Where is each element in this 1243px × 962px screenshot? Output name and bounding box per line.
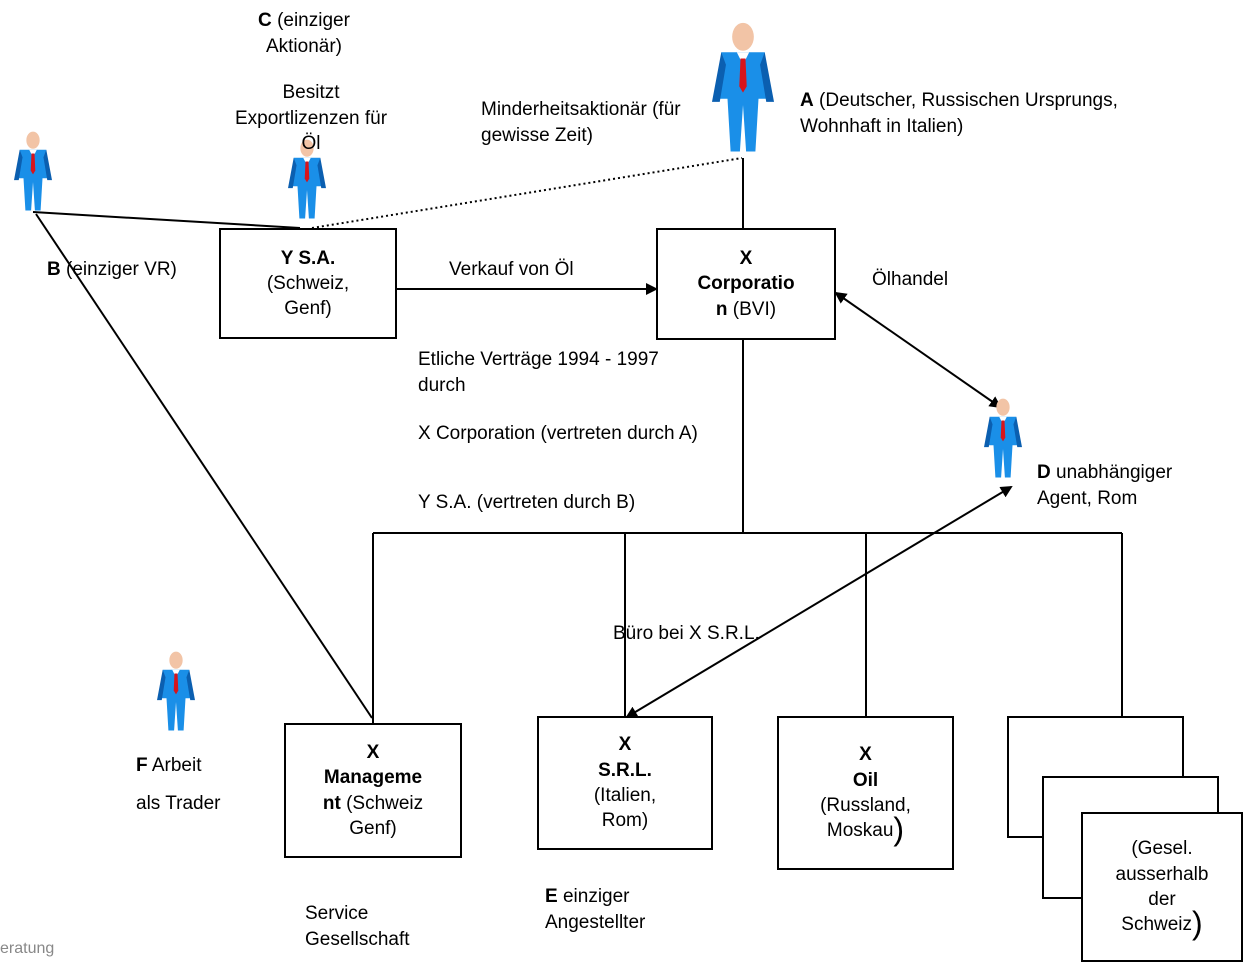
entity-x-corp-sub: (BVI) bbox=[732, 298, 777, 320]
entity-x-mgmt-sub-2: Genf) bbox=[349, 817, 397, 839]
entity-foreign-front: (Gesel. ausserhalb der Schweiz) bbox=[1081, 812, 1243, 962]
label-sale-of-oil: Verkauf von Öl bbox=[449, 259, 574, 280]
person-b-icon bbox=[13, 131, 52, 211]
entity-x-srl-title-1: X bbox=[618, 734, 632, 756]
entity-x-mgmt-title-3: nt bbox=[322, 792, 341, 814]
entity-x-mgmt-sub-1: (Schweiz bbox=[346, 792, 424, 814]
entity-x-oil-sub-1: (Russland, bbox=[820, 795, 911, 816]
label-minority-shareholder: Minderheitsaktionär (für gewisse Zeit) bbox=[481, 99, 681, 146]
person-a-role: (Deutscher, Russischen Ursprungs, Wohnha… bbox=[800, 90, 1118, 137]
label-office: Büro bei X S.R.L. bbox=[613, 623, 760, 644]
arrow-office-d-to-srl bbox=[625, 485, 1013, 719]
person-f-label-2: als Trader bbox=[136, 791, 220, 817]
person-c-label: C (einziger Aktionär) bbox=[224, 8, 384, 59]
line-minority-dotted bbox=[311, 157, 743, 229]
person-f-icon bbox=[157, 651, 195, 731]
entity-foreign-line-1: (Gesel. bbox=[1131, 838, 1193, 860]
person-c-note: Besitzt Exportlizenzen für Öl bbox=[226, 80, 396, 157]
person-f-role-2: als Trader bbox=[136, 793, 221, 814]
entity-x-corp-title-3: n bbox=[715, 298, 728, 320]
entity-x-oil-sub-2: Moskau bbox=[826, 820, 894, 842]
entity-x-mgmt-title-2: Manageme bbox=[323, 767, 423, 789]
arrow-oil-trade bbox=[834, 291, 1002, 409]
entity-x-oil-title-2: Oil bbox=[852, 769, 879, 791]
entity-y-sa-sub: (Schweiz, Genf) bbox=[266, 272, 350, 320]
person-c-note-text: Besitzt Exportlizenzen für Öl bbox=[234, 82, 388, 155]
entity-x-srl: X S.R.L. (Italien, Rom) bbox=[537, 716, 713, 850]
entity-foreign-line-2: ausserhalb bbox=[1115, 863, 1209, 885]
line-b-to-xmanagement bbox=[35, 213, 373, 719]
entity-x-mgmt-title-1: X bbox=[366, 741, 380, 763]
label-contracts-2: X Corporation (vertreten durch A) bbox=[418, 423, 698, 444]
label-contracts-3: Y S.A. (vertreten durch B) bbox=[418, 492, 636, 513]
entity-foreign-line-3: der bbox=[1148, 889, 1176, 910]
entity-y-sa-title: Y S.A. bbox=[280, 247, 336, 269]
person-d-role: unabhängiger Agent, Rom bbox=[1037, 462, 1173, 509]
entity-x-srl-sub-1: (Italien, bbox=[593, 785, 657, 806]
entity-x-corp-title-2: Corporatio bbox=[697, 273, 795, 295]
entity-foreign-paren: ) bbox=[1192, 905, 1203, 942]
person-c-letter: C bbox=[258, 10, 272, 31]
person-a-icon bbox=[712, 22, 774, 152]
footer-text: eratung bbox=[0, 940, 55, 957]
person-a-label: A (Deutscher, Russischen Ursprungs, Wohn… bbox=[800, 88, 1130, 139]
entity-foreign-line-4: Schweiz bbox=[1121, 914, 1193, 936]
entity-x-management: X Manageme nt (Schweiz Genf) bbox=[284, 723, 462, 858]
entity-x-oil: X Oil (Russland, Moskau) bbox=[777, 716, 954, 870]
person-e-role: einziger Angestellter bbox=[545, 886, 646, 933]
person-e-label: E einziger Angestellter bbox=[545, 884, 705, 935]
entity-x-corporation: X Corporatio n (BVI) bbox=[656, 228, 836, 340]
person-a-letter: A bbox=[800, 90, 814, 111]
label-oil-trade: Ölhandel bbox=[872, 269, 949, 290]
person-b-role: (einziger VR) bbox=[66, 259, 177, 280]
entity-x-srl-title-2: S.R.L. bbox=[598, 759, 652, 781]
person-d-icon bbox=[984, 398, 1022, 478]
entity-x-corp-title-1: X bbox=[739, 248, 753, 270]
person-b-label: B (einziger VR) bbox=[47, 257, 247, 283]
entity-x-oil-paren: ) bbox=[893, 811, 905, 848]
entity-x-oil-title-1: X bbox=[859, 744, 872, 766]
line-b-to-ysa bbox=[32, 211, 301, 229]
person-b-letter: B bbox=[47, 259, 61, 280]
person-d-label: D unabhängiger Agent, Rom bbox=[1037, 460, 1227, 511]
label-service-company: Service Gesellschaft bbox=[305, 903, 410, 950]
entity-x-srl-sub-2: Rom) bbox=[601, 810, 649, 832]
person-f-label-1: F Arbeit bbox=[136, 753, 201, 779]
person-f-role-1: Arbeit bbox=[151, 755, 202, 776]
person-e-letter: E bbox=[545, 886, 558, 907]
entity-y-sa: Y S.A. (Schweiz, Genf) bbox=[219, 228, 397, 339]
label-contracts-1: Etliche Verträge 1994 - 1997 durch bbox=[418, 349, 659, 396]
person-c-role: (einziger Aktionär) bbox=[265, 10, 350, 57]
person-f-letter: F bbox=[136, 755, 148, 776]
person-d-letter: D bbox=[1037, 462, 1051, 483]
